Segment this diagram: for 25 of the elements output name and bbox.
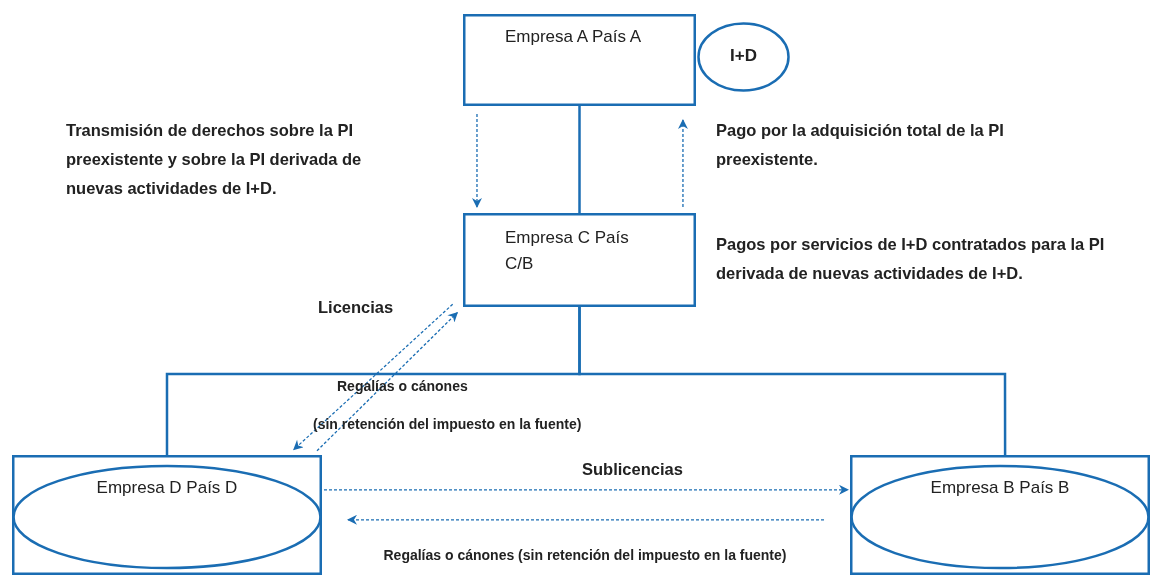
entity-box [12,455,322,575]
annotation-text: Pagos por servicios de I+D contratados para la PI derivada de nuevas actividades de I+D. [716,234,1106,284]
connector-line [578,307,1007,455]
connector-line [578,106,581,213]
node-label: Empresa D País D [95,477,239,499]
entity-box [463,213,696,307]
entity-box [850,455,1150,575]
ellipse-node [697,22,790,92]
annotation-text: Transmisión de derechos sobre la PI preexistente y sobre la PI derivada de nuevas actividades de I+D. [66,120,363,199]
annotation-text: Pago por la adquisición total de la PI preexistente. [716,120,1005,170]
dashed-arrow [316,311,458,452]
annotation-text: Regalías o cánones [337,377,469,396]
node-label: I+D [729,45,758,67]
node-label: Empresa A País A [505,26,643,48]
entity-box [463,14,696,106]
dashed-arrow [323,484,849,495]
dashed-arrow [677,119,688,208]
node-label: Empresa B País B [929,477,1071,499]
dashed-arrow [347,514,825,525]
annotation-text: Regalías o cánones (sin retención del impuesto en la fuente) [382,546,788,565]
dashed-arrow [472,113,482,208]
annotation-text: (sin retención del impuesto en la fuente) [313,415,583,434]
dashed-arrow [293,303,454,451]
annotation-text: Licencias [318,297,395,318]
node-label: Empresa C País C/B [505,227,630,275]
